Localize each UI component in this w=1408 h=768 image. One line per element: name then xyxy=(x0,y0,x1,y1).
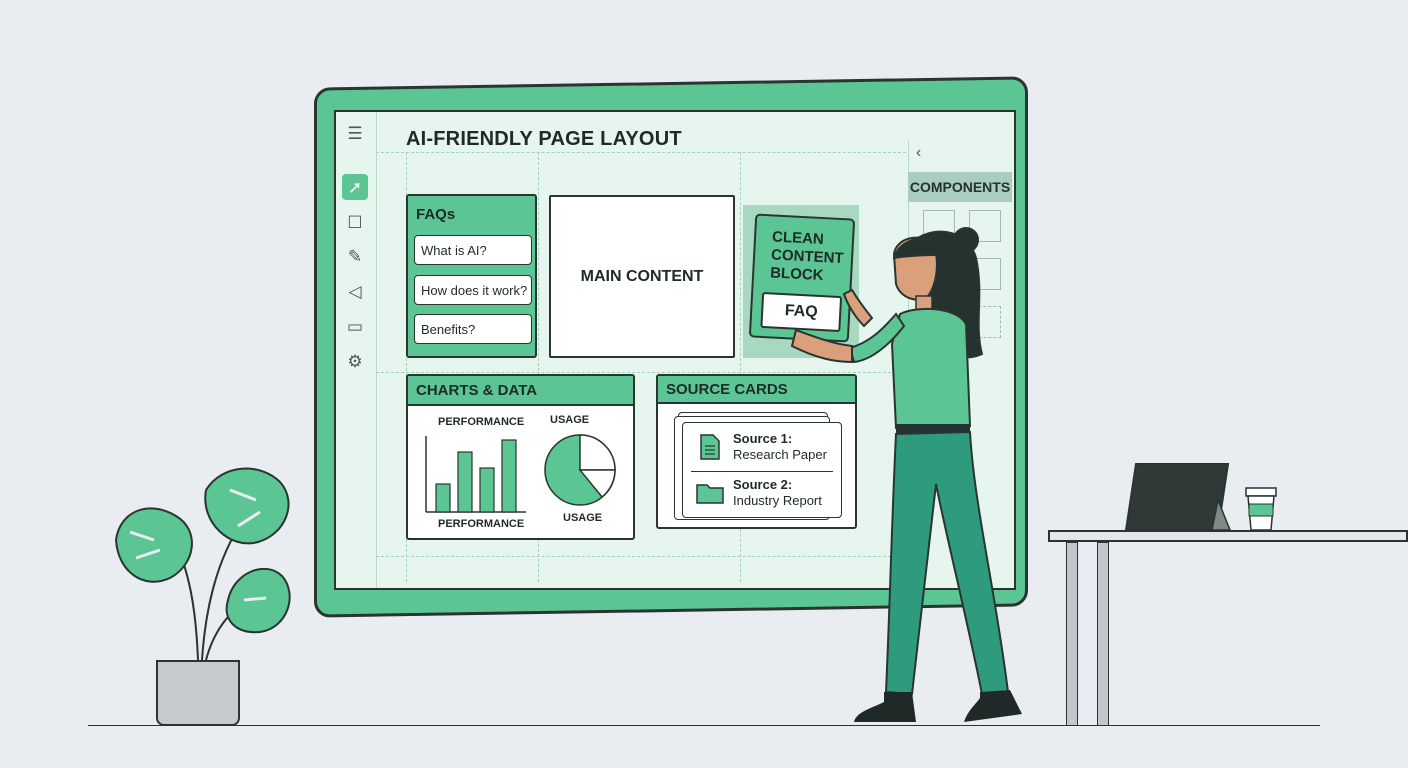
source-cards-panel[interactable]: SOURCE CARDS Source 1: Research Paper So… xyxy=(656,374,857,529)
pie-chart-icon xyxy=(544,434,616,506)
chevron-left-icon[interactable]: ‹ xyxy=(916,144,922,161)
bar-chart-label-top: PERFORMANCE xyxy=(438,416,525,428)
layout-guides xyxy=(376,112,906,588)
source-1-title: Source 1: xyxy=(733,431,793,446)
source-cards-title: SOURCE CARDS xyxy=(658,376,855,404)
plant-pot xyxy=(156,660,240,726)
card-divider xyxy=(691,471,833,472)
charts-panel[interactable]: CHARTS & DATA PERFORMANCE USAGE PERFORMA… xyxy=(406,374,635,540)
faq-item[interactable]: How does it work? xyxy=(414,275,532,305)
gear-icon[interactable]: ⚙ xyxy=(347,351,363,371)
charts-title: CHARTS & DATA xyxy=(408,376,633,406)
desk-top xyxy=(1048,530,1408,542)
monstera-plant-illustration xyxy=(114,467,291,661)
pencil-icon[interactable]: ✎ xyxy=(347,246,363,266)
main-content-block[interactable]: MAIN CONTENT xyxy=(549,195,735,358)
components-title: COMPONENTS xyxy=(908,172,1012,202)
bar-chart-label-bottom: PERFORMANCE xyxy=(438,518,525,530)
floor-line xyxy=(88,725,1320,726)
square-icon[interactable]: ☐ xyxy=(347,212,363,232)
woman-illustration xyxy=(790,227,1022,722)
pie-chart-label-top: USAGE xyxy=(550,414,590,426)
faq-panel[interactable]: FAQs What is AI? How does it work? Benef… xyxy=(406,194,537,358)
document-icon xyxy=(700,434,720,460)
faq-item[interactable]: Benefits? xyxy=(414,314,532,344)
desk-leg xyxy=(1097,542,1109,726)
tablet-and-coffee-illustration xyxy=(1124,463,1277,531)
tool-dock: ☰ ➚ ☐ ✎ ◁ ▭ ⚙ xyxy=(336,112,377,588)
menu-icon[interactable]: ☰ xyxy=(347,123,363,143)
tag-icon[interactable]: ◁ xyxy=(348,281,362,301)
pie-chart-label-bottom: USAGE xyxy=(563,512,603,524)
faq-title: FAQs xyxy=(416,206,456,223)
source-2-title: Source 2: xyxy=(733,477,793,492)
source-2-subtitle: Industry Report xyxy=(733,493,822,508)
source-card-stack[interactable]: Source 1: Research Paper Source 2: Indus… xyxy=(682,422,842,518)
cursor-icon[interactable]: ➚ xyxy=(342,174,368,200)
source-1-subtitle: Research Paper xyxy=(733,447,827,462)
folder-icon[interactable]: ▭ xyxy=(346,316,364,336)
folder-icon xyxy=(696,484,724,504)
desk-leg xyxy=(1066,542,1078,726)
page-title: AI-FRIENDLY PAGE LAYOUT xyxy=(406,128,682,150)
faq-item[interactable]: What is AI? xyxy=(414,235,532,265)
bar-chart-icon xyxy=(425,436,526,513)
